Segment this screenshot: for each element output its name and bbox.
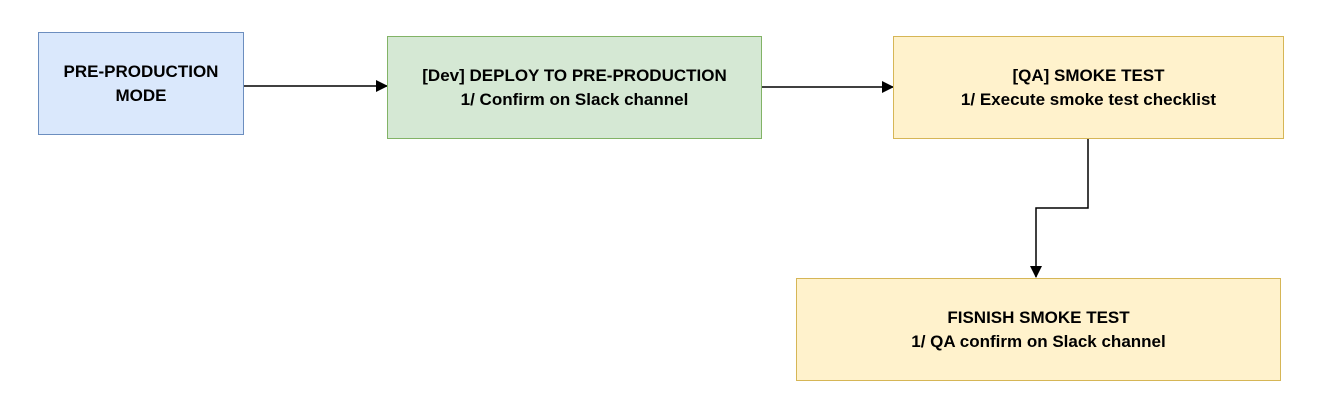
node-label-line-1: [Dev] DEPLOY TO PRE-PRODUCTION: [422, 65, 727, 85]
pre-production-mode-node[interactable]: PRE-PRODUCTION MODE: [38, 32, 244, 135]
finish-smoke-test-node[interactable]: FISNISH SMOKE TEST 1/ QA confirm on Slac…: [796, 278, 1281, 381]
smoke-test-node[interactable]: [QA] SMOKE TEST 1/ Execute smoke test ch…: [893, 36, 1284, 139]
node-label-line-1: FISNISH SMOKE TEST: [947, 307, 1130, 327]
node-label-line-2: 1/ Confirm on Slack channel: [460, 89, 689, 109]
node-label-line-2: 1/ Execute smoke test checklist: [960, 89, 1217, 109]
node-label-line-2: MODE: [115, 85, 167, 105]
deploy-node[interactable]: [Dev] DEPLOY TO PRE-PRODUCTION 1/ Confir…: [387, 36, 762, 139]
node-label-line-1: [QA] SMOKE TEST: [1012, 65, 1165, 85]
edge-smoke-test-to-finish[interactable]: [1030, 139, 1089, 278]
node-label-line-1: PRE-PRODUCTION: [63, 61, 219, 81]
node-label-line-2: 1/ QA confirm on Slack channel: [911, 331, 1166, 351]
